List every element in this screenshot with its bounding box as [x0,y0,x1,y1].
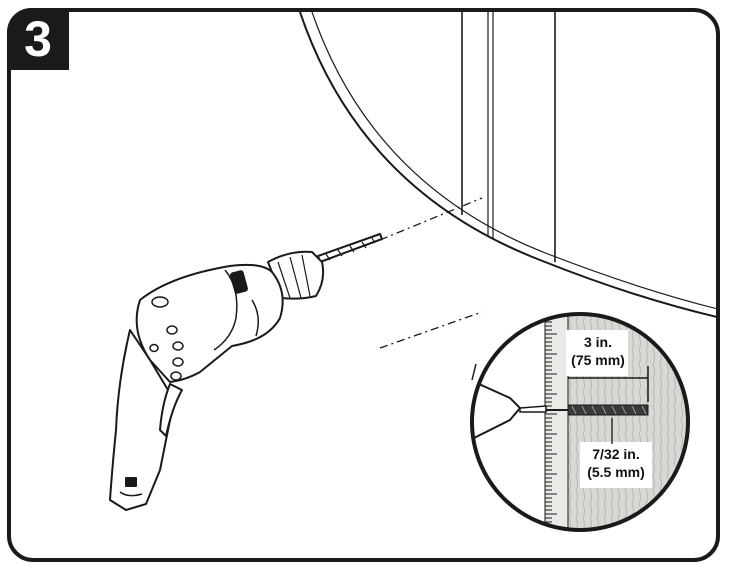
depth-label-imperial: 3 in. [583,334,612,350]
drill-chuck [267,250,325,300]
drill-trigger [159,383,183,437]
bit-size-metric: (5.5 mm) [587,463,645,480]
door-edge-curve-inner [311,12,716,313]
drill-path-guide [379,197,483,241]
depth-label-metric: (75 mm) [571,351,625,368]
bit-size-imperial: 7/32 in. [592,446,640,462]
magnifier-circle [470,312,690,532]
drill-path-guide [379,311,483,349]
door-edge-curve [299,12,716,321]
drill-body [135,263,284,383]
depth-label: 3 in. (75 mm) [568,334,628,369]
drill-chuck-detail [472,378,522,442]
power-drill [109,233,383,511]
step-number-badge: 3 [7,8,69,70]
bit-size-label: 7/32 in. (5.5 mm) [580,446,652,481]
